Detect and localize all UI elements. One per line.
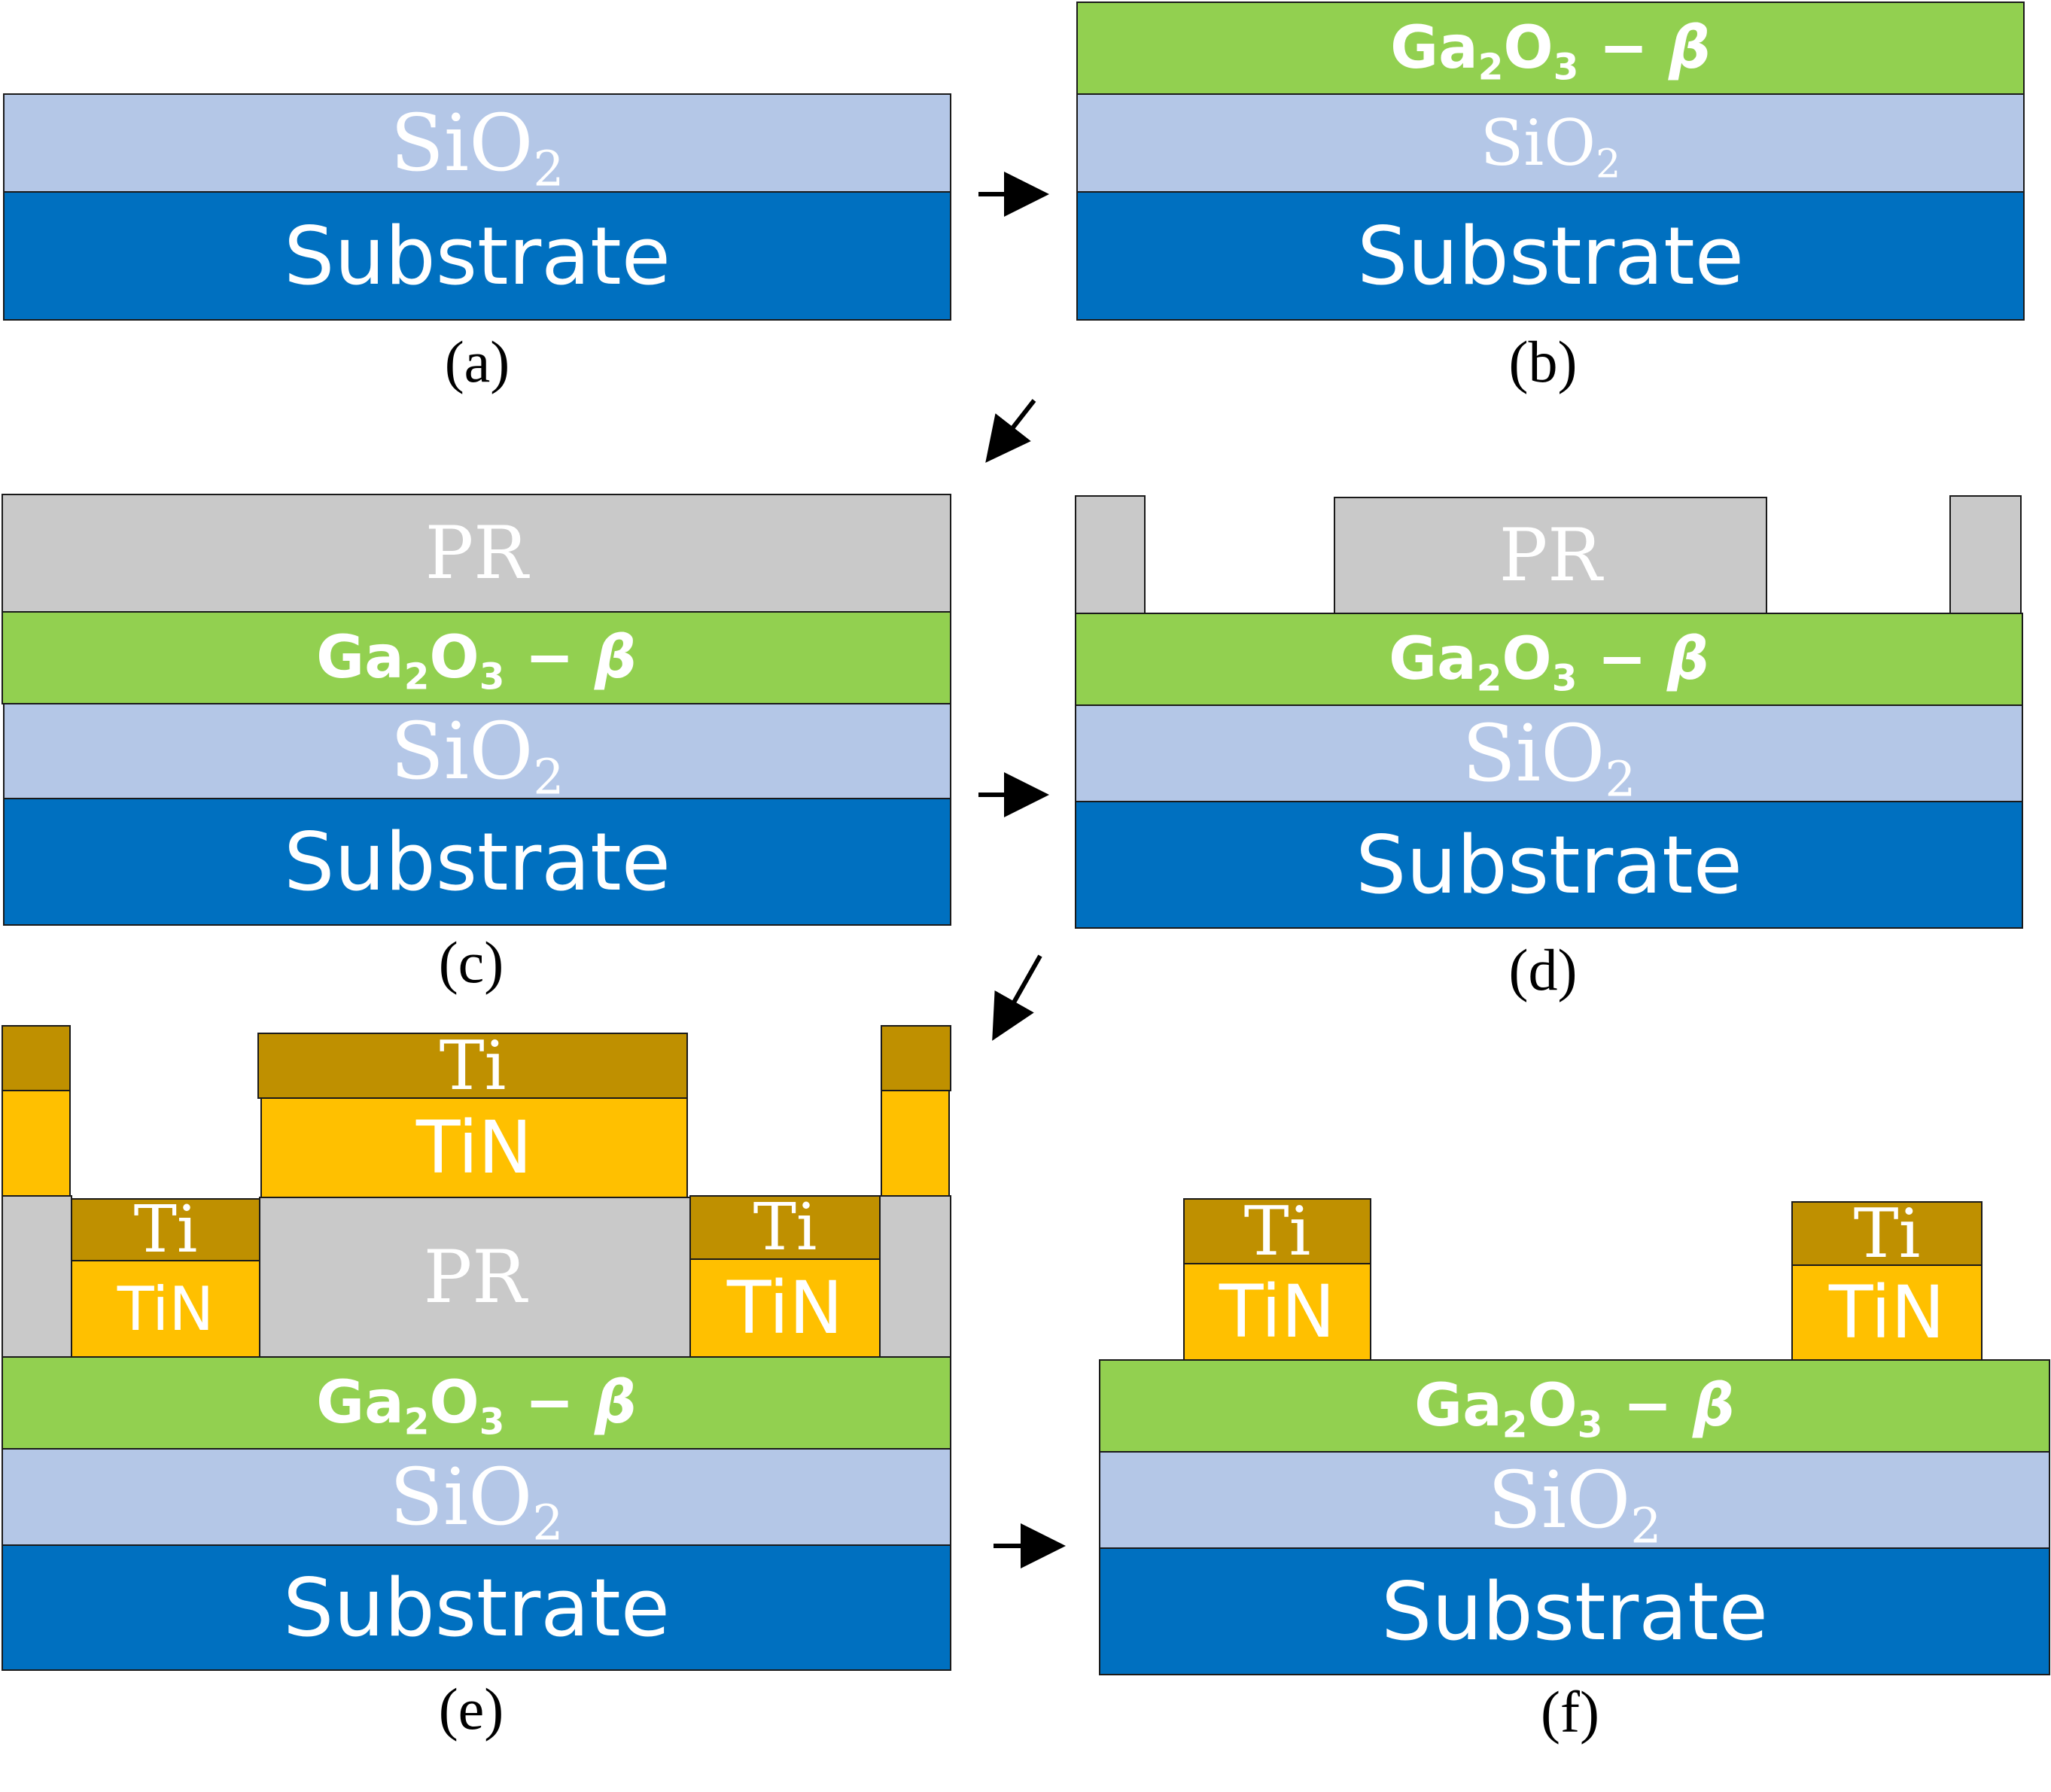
- caption-a: (a): [444, 329, 510, 394]
- sio2-layer: SiO2: [3, 93, 951, 193]
- caption-b: (b): [1508, 329, 1578, 394]
- substrate-layer: Substrate: [2, 1544, 951, 1671]
- substrate-layer: Substrate: [3, 798, 951, 926]
- pr-block-center: PR: [1334, 497, 1767, 614]
- ti-label: Ti: [1243, 1191, 1311, 1271]
- tin-block-left: [2, 1090, 71, 1197]
- ti-block-left: [2, 1025, 71, 1091]
- pr-label: PR: [1499, 513, 1602, 598]
- sio2-layer: SiO2: [1099, 1451, 2050, 1550]
- ti-block-center: Ti: [257, 1027, 688, 1106]
- ti-block-right: [881, 1025, 951, 1091]
- ti-label: Ti: [753, 1190, 817, 1265]
- substrate-label: Substrate: [1357, 209, 1744, 303]
- substrate-label: Substrate: [1381, 1565, 1768, 1658]
- tin-label: TiN: [117, 1273, 215, 1344]
- tin-block-right: [881, 1090, 950, 1197]
- substrate-layer: Substrate: [3, 191, 951, 321]
- ga2o3-layer: Ga2O3 − β: [1099, 1359, 2050, 1453]
- substrate-layer: Substrate: [1076, 191, 2025, 321]
- substrate-layer: Substrate: [1075, 801, 2023, 929]
- caption-d: (d): [1508, 937, 1578, 1002]
- tin-label: TiN: [726, 1266, 844, 1350]
- ti-label: Ti: [133, 1192, 198, 1267]
- caption-c: (c): [438, 929, 504, 995]
- substrate-label: Substrate: [284, 209, 671, 303]
- tin-contact-left: TiN: [71, 1260, 260, 1358]
- tin-label: TiN: [415, 1106, 533, 1190]
- arrow-d-to-e: [992, 954, 1042, 1041]
- ti-contact-left: Ti: [1183, 1192, 1371, 1271]
- substrate-label: Substrate: [1356, 818, 1742, 911]
- substrate-label: Substrate: [284, 815, 671, 908]
- sio2-layer: SiO2: [1076, 93, 2025, 193]
- tin-label: TiN: [1828, 1270, 1946, 1355]
- pr-label: PR: [425, 511, 528, 595]
- ga2o3-layer: Ga2O3 − β: [2, 1356, 951, 1450]
- ti-label: Ti: [1853, 1194, 1921, 1273]
- substrate-label: Substrate: [283, 1561, 670, 1654]
- caption-e: (e): [438, 1676, 504, 1742]
- ti-label: Ti: [439, 1026, 507, 1106]
- sio2-layer: SiO2: [3, 703, 951, 802]
- tin-block-center: TiN: [260, 1097, 688, 1198]
- pr-layer: PR: [2, 494, 951, 613]
- ti-contact-right: Ti: [1791, 1194, 1983, 1273]
- substrate-layer: Substrate: [1099, 1547, 2050, 1675]
- tin-contact-left: TiN: [1183, 1263, 1371, 1361]
- ti-contact-left: Ti: [71, 1192, 260, 1267]
- ti-contact-right: Ti: [689, 1190, 881, 1265]
- pr-block-right: [879, 1195, 951, 1358]
- pr-label: PR: [423, 1235, 527, 1319]
- arrow-b-to-c: [985, 399, 1036, 463]
- tin-label: TiN: [1219, 1270, 1336, 1354]
- caption-f: (f): [1541, 1679, 1599, 1745]
- ga2o3-layer: Ga2O3 − β: [1075, 613, 2023, 706]
- tin-contact-right: TiN: [1791, 1264, 1983, 1361]
- ga2o3-layer: Ga2O3 − β: [2, 611, 951, 704]
